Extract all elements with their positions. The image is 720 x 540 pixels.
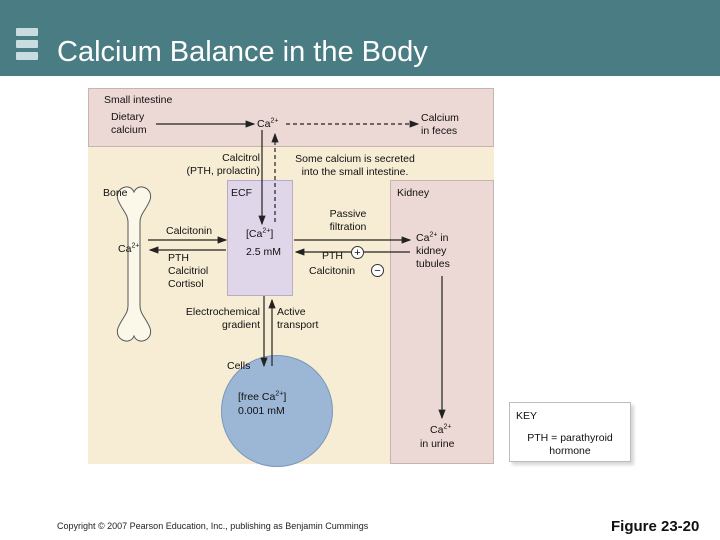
plus-sign: + xyxy=(351,246,364,259)
figure-number: Figure 23-20 xyxy=(611,518,700,535)
slide-title: Calcium Balance in the Body xyxy=(57,36,428,68)
bone-label: Bone xyxy=(103,187,128,199)
secreted-note: Some calcium is secreted into the small … xyxy=(295,153,415,178)
ecf-value: 2.5 mM xyxy=(246,246,282,258)
small-intestine-region xyxy=(88,88,494,147)
free-ca-label: [free Ca2+] xyxy=(238,390,287,404)
ecf-region xyxy=(227,180,293,296)
slide-bullet-icon xyxy=(16,40,38,48)
dietary-calcium-label: Dietary calcium xyxy=(111,111,147,136)
slide-bullet-icon xyxy=(16,52,38,60)
passive-filtration-label: Passive filtration xyxy=(329,208,367,233)
copyright-text: Copyright © 2007 Pearson Education, Inc.… xyxy=(57,521,369,531)
key-title: KEY xyxy=(516,410,538,422)
calcitrol-label: Calcitrol (PTH, prolactin) xyxy=(186,152,260,177)
calcitonin-bone-label: Calcitonin xyxy=(166,225,213,237)
pth-bone-label: PTH Calcitriol Cortisol xyxy=(168,252,209,290)
kidney-label: Kidney xyxy=(397,187,430,199)
calcitonin-kidney-label: Calcitonin xyxy=(309,265,356,277)
calcium-feces-label: Calcium in feces xyxy=(421,112,459,137)
in-urine-label: in urine xyxy=(420,438,455,450)
key-pth-definition: PTH = parathyroid hormone xyxy=(527,432,613,457)
minus-sign: − xyxy=(371,264,384,277)
small-intestine-label: Small intestine xyxy=(104,94,173,106)
pth-kidney-label: PTH xyxy=(322,250,343,262)
ca-urine-label: Ca2+ xyxy=(430,423,452,437)
key-box xyxy=(509,402,631,462)
ecf-label: ECF xyxy=(231,187,252,199)
ca-bone-label: Ca2+ xyxy=(118,242,140,256)
ca-kidney-tubules-label: Ca2+ in kidney tubules xyxy=(416,231,450,271)
cell-value: 0.001 mM xyxy=(238,405,285,417)
electrochemical-gradient-label: Electrochemical gradient xyxy=(185,306,260,331)
title-bar xyxy=(0,0,720,76)
ca-intestine-label: Ca2+ xyxy=(257,117,279,131)
cells-label: Cells xyxy=(227,360,251,372)
active-transport-label: Active transport xyxy=(277,306,319,331)
slide-bullet-icon xyxy=(16,28,38,36)
ca-concentration-label: [Ca2+] xyxy=(246,227,274,241)
cell-circle xyxy=(221,355,333,467)
